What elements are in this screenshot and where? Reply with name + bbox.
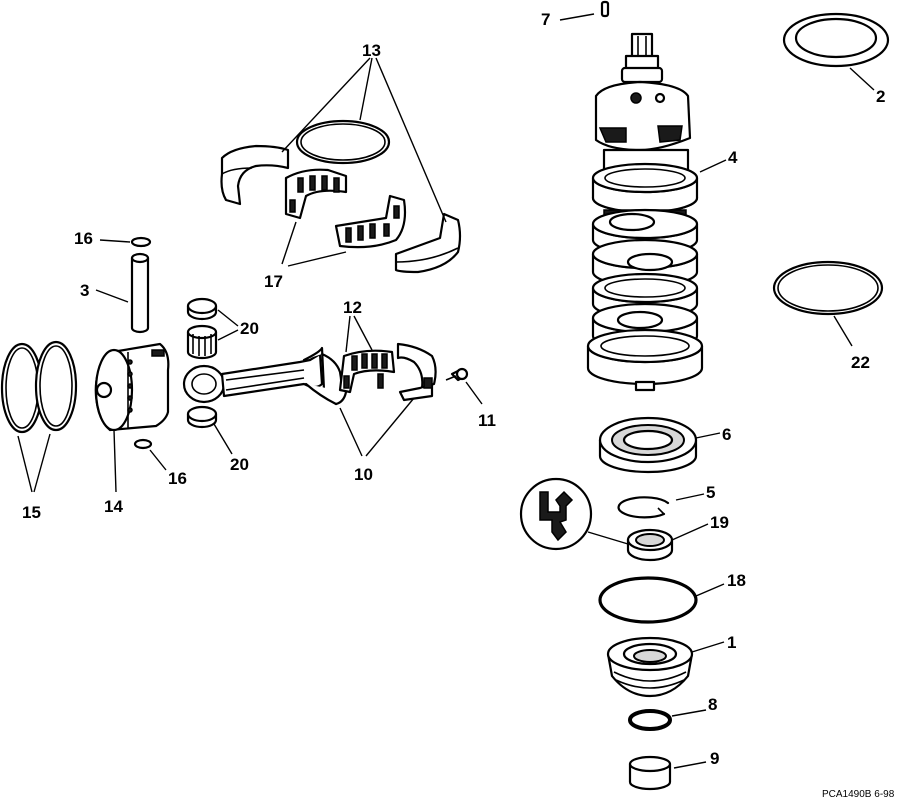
callout-8-leader bbox=[671, 709, 707, 717]
callout-5: 5 bbox=[706, 483, 715, 502]
callout-9: 9 bbox=[710, 749, 719, 768]
seal-part bbox=[626, 528, 674, 562]
thrust-washer-lower-part bbox=[186, 405, 218, 429]
sealant-leader bbox=[587, 531, 629, 545]
callout-11-leader bbox=[465, 381, 483, 405]
dowel-pin-part bbox=[600, 0, 610, 18]
callout-15: 15 bbox=[22, 503, 41, 522]
needle-bearing-upper-part bbox=[284, 168, 348, 220]
o-ring-small-part bbox=[598, 576, 698, 624]
needle-bearing-small-part bbox=[186, 324, 218, 360]
retaining-ring-part bbox=[617, 496, 670, 519]
callout-14: 14 bbox=[104, 497, 123, 516]
callout-10: 10 bbox=[354, 465, 373, 484]
callout-20b-leader bbox=[213, 423, 233, 455]
sleeve-part bbox=[628, 755, 672, 791]
bearing-half-right-part bbox=[394, 212, 462, 274]
rod-cap-part bbox=[396, 342, 437, 402]
callout-4: 4 bbox=[728, 148, 738, 167]
callout-22: 22 bbox=[851, 353, 870, 372]
rod-needle-bearing-part bbox=[338, 349, 396, 394]
crankshaft-part bbox=[586, 32, 704, 392]
callout-16-upper: 16 bbox=[74, 229, 93, 248]
callout-8: 8 bbox=[708, 695, 717, 714]
callout-16b-leader bbox=[149, 449, 167, 471]
callout-5-leader bbox=[675, 493, 705, 501]
bearing-half-left-part bbox=[220, 144, 290, 206]
callout-3: 3 bbox=[80, 281, 89, 300]
o-ring-part bbox=[772, 260, 884, 316]
callout-9-leader bbox=[673, 761, 707, 769]
callout-22-leader bbox=[833, 315, 853, 347]
ball-bearing-part bbox=[598, 416, 698, 474]
sealant-symbol-icon bbox=[519, 477, 593, 551]
callout-20-upper: 20 bbox=[240, 319, 259, 338]
callout-7-leader bbox=[559, 13, 595, 21]
callout-19: 19 bbox=[710, 513, 729, 532]
seal-ring-part bbox=[628, 709, 672, 731]
needle-bearing-lower-part bbox=[334, 194, 407, 249]
callout-4-leader bbox=[699, 159, 727, 173]
callout-18: 18 bbox=[727, 571, 746, 590]
callout-7: 7 bbox=[541, 10, 550, 29]
rod-bolt-part bbox=[445, 367, 469, 382]
piston-part bbox=[94, 342, 170, 432]
callout-19-leader bbox=[671, 523, 709, 541]
retaining-ring-large-part bbox=[295, 119, 391, 165]
callout-6-leader bbox=[695, 432, 721, 439]
callout-17-leader bbox=[281, 221, 347, 267]
callout-12: 12 bbox=[343, 298, 362, 317]
callout-13-leader bbox=[281, 57, 447, 223]
thrust-washer-part bbox=[782, 12, 890, 68]
wrist-pin-part bbox=[130, 252, 150, 334]
callout-11: 11 bbox=[478, 411, 496, 430]
callout-14-leader bbox=[113, 429, 117, 493]
drawing-code: PCA1490B 6-98 bbox=[822, 789, 895, 800]
callout-17: 17 bbox=[264, 272, 283, 291]
seal-housing-part bbox=[606, 636, 694, 698]
callout-16a-leader bbox=[99, 239, 131, 243]
callout-12-leader bbox=[345, 315, 373, 353]
callout-10-leader bbox=[339, 397, 415, 457]
connecting-rod-part bbox=[182, 346, 348, 406]
callout-3-leader bbox=[95, 289, 129, 303]
wrist-pin-retainer-lower-part bbox=[133, 438, 153, 450]
callout-2-leader bbox=[849, 67, 875, 91]
callout-20a-leader bbox=[217, 309, 239, 341]
piston-rings-part bbox=[0, 340, 78, 434]
callout-1: 1 bbox=[727, 633, 736, 652]
callout-20-lower: 20 bbox=[230, 455, 249, 474]
wrist-pin-retainer-upper-part bbox=[130, 236, 152, 248]
callout-18-leader bbox=[695, 583, 725, 597]
callout-6: 6 bbox=[722, 425, 731, 444]
thrust-washer-upper-part bbox=[186, 297, 218, 321]
callout-2: 2 bbox=[876, 87, 885, 106]
callout-13: 13 bbox=[362, 41, 381, 60]
callout-16-lower: 16 bbox=[168, 469, 187, 488]
callout-1-leader bbox=[691, 641, 725, 653]
callout-15-leader bbox=[17, 433, 51, 493]
